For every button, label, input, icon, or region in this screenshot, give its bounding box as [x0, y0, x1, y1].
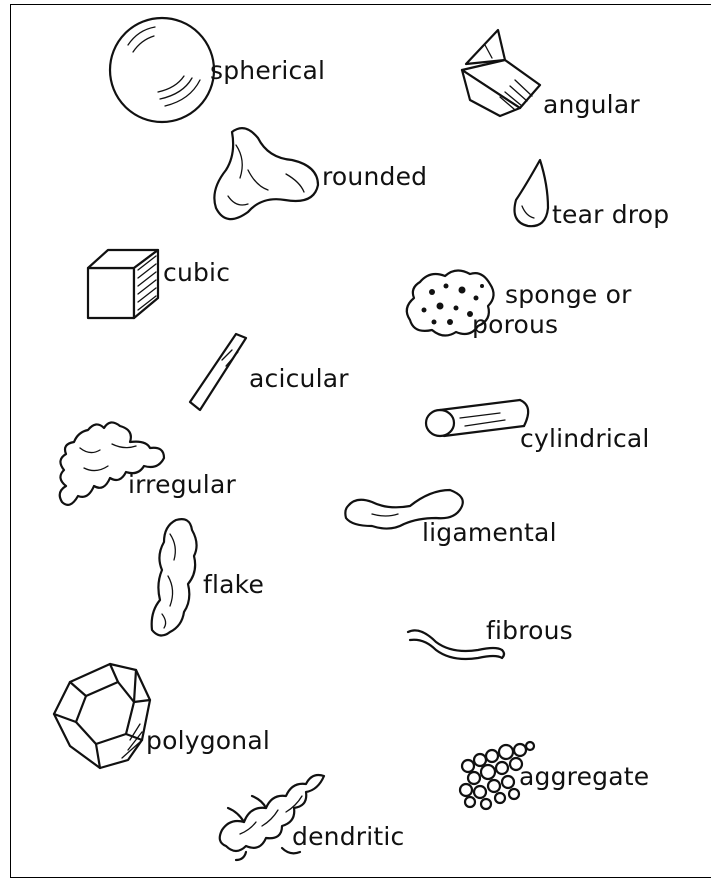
rounded-particle	[214, 128, 318, 219]
label-aggregate: aggregate	[519, 764, 649, 789]
label-acicular: acicular	[249, 366, 349, 391]
spherical-particle	[110, 18, 214, 122]
label-fibrous: fibrous	[486, 618, 573, 643]
angular-particle	[462, 30, 540, 116]
cubic-particle	[88, 250, 158, 318]
acicular-particle	[190, 334, 246, 410]
cylindrical-particle	[426, 400, 528, 436]
label-polygonal: polygonal	[146, 728, 270, 753]
label-cubic: cubic	[163, 260, 230, 285]
flake-particle	[152, 519, 197, 635]
label-ligamental: ligamental	[422, 520, 557, 545]
label-dendritic: dendritic	[292, 824, 404, 849]
label-porous: porous	[472, 312, 558, 337]
label-flake: flake	[203, 572, 264, 597]
label-irregular: irregular	[128, 472, 236, 497]
label-rounded: rounded	[322, 164, 427, 189]
label-tear-drop: tear drop	[552, 202, 669, 227]
label-spherical: spherical	[210, 58, 325, 83]
label-cylindrical: cylindrical	[520, 426, 650, 451]
label-sponge-or: sponge or	[505, 282, 632, 307]
tear-drop-particle	[515, 160, 549, 226]
polygonal-particle	[54, 664, 150, 768]
label-angular: angular	[543, 92, 640, 117]
